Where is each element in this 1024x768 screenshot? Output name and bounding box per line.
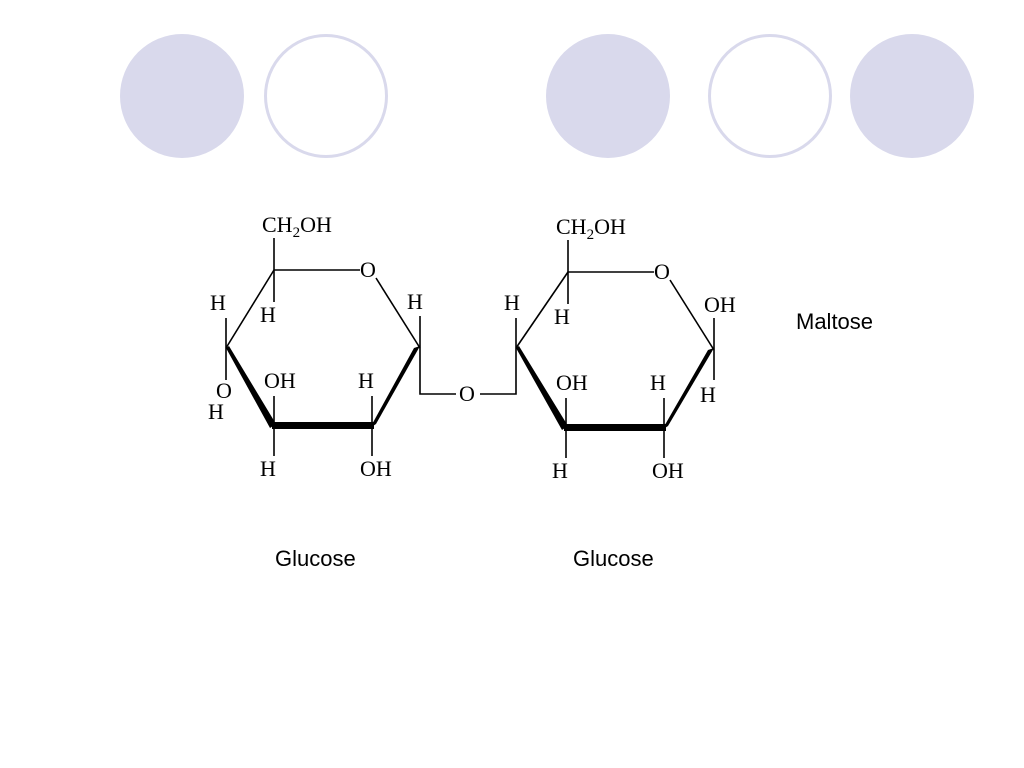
bond-l-c5-c4 (225, 269, 275, 349)
l-c4-oh-o-label: O (216, 378, 232, 403)
r-c5-h-label: H (554, 304, 570, 329)
l-c3-h-bottom-label: H (260, 456, 276, 481)
glycosidic-oxygen: O (459, 381, 475, 406)
wedge-l-c4-c3 (226, 346, 276, 428)
r-c1-h-label: H (700, 382, 716, 407)
glucose-left-label: Glucose (275, 546, 356, 571)
decor-circle-5 (850, 34, 974, 158)
decor-circle-1 (120, 34, 244, 158)
bond-r-c5-c4 (515, 271, 569, 349)
l-c5-h-label: H (260, 302, 276, 327)
wedge-r-c4-c3 (516, 346, 568, 430)
l-c4-oh-h-label: H (208, 399, 224, 424)
bold-bond-r-c3-c2 (564, 424, 666, 431)
l-c1-h-label: H (407, 289, 423, 314)
decor-circle-4 (708, 34, 832, 158)
r-c3-oh-label: OH (556, 370, 588, 395)
wedge-l-c2-c1 (370, 346, 420, 428)
r-ring-oxygen: O (654, 259, 670, 284)
bold-bond-l-c3-c2 (272, 422, 374, 429)
r-c3-h-bottom-label: H (552, 458, 568, 483)
glucose-right-label: Glucose (573, 546, 654, 571)
l-ch2oh-label: CH2OH (262, 212, 332, 241)
l-c2-h-label: H (358, 368, 374, 393)
decor-circle-2 (264, 34, 388, 158)
r-c1-oh-label: OH (704, 292, 736, 317)
r-c2-h-label: H (650, 370, 666, 395)
wedge-r-c2-c1 (662, 348, 714, 430)
bond-r-o-c1 (669, 279, 715, 351)
r-c2-oh-label: OH (652, 458, 684, 483)
maltose-label: Maltose (796, 309, 874, 334)
r-c4-h-label: H (504, 290, 520, 315)
decor-circle-3 (546, 34, 670, 158)
bond-l-o-c1 (375, 277, 421, 349)
l-ring-oxygen: O (360, 257, 376, 282)
l-c4-h-label: H (210, 290, 226, 315)
l-c2-oh-label: OH (360, 456, 392, 481)
bond-bridge-r-c4 (480, 348, 517, 395)
l-c3-oh-label: OH (264, 368, 296, 393)
r-ch2oh-label: CH2OH (556, 214, 626, 243)
bond-l-c1-bridge (419, 348, 456, 395)
